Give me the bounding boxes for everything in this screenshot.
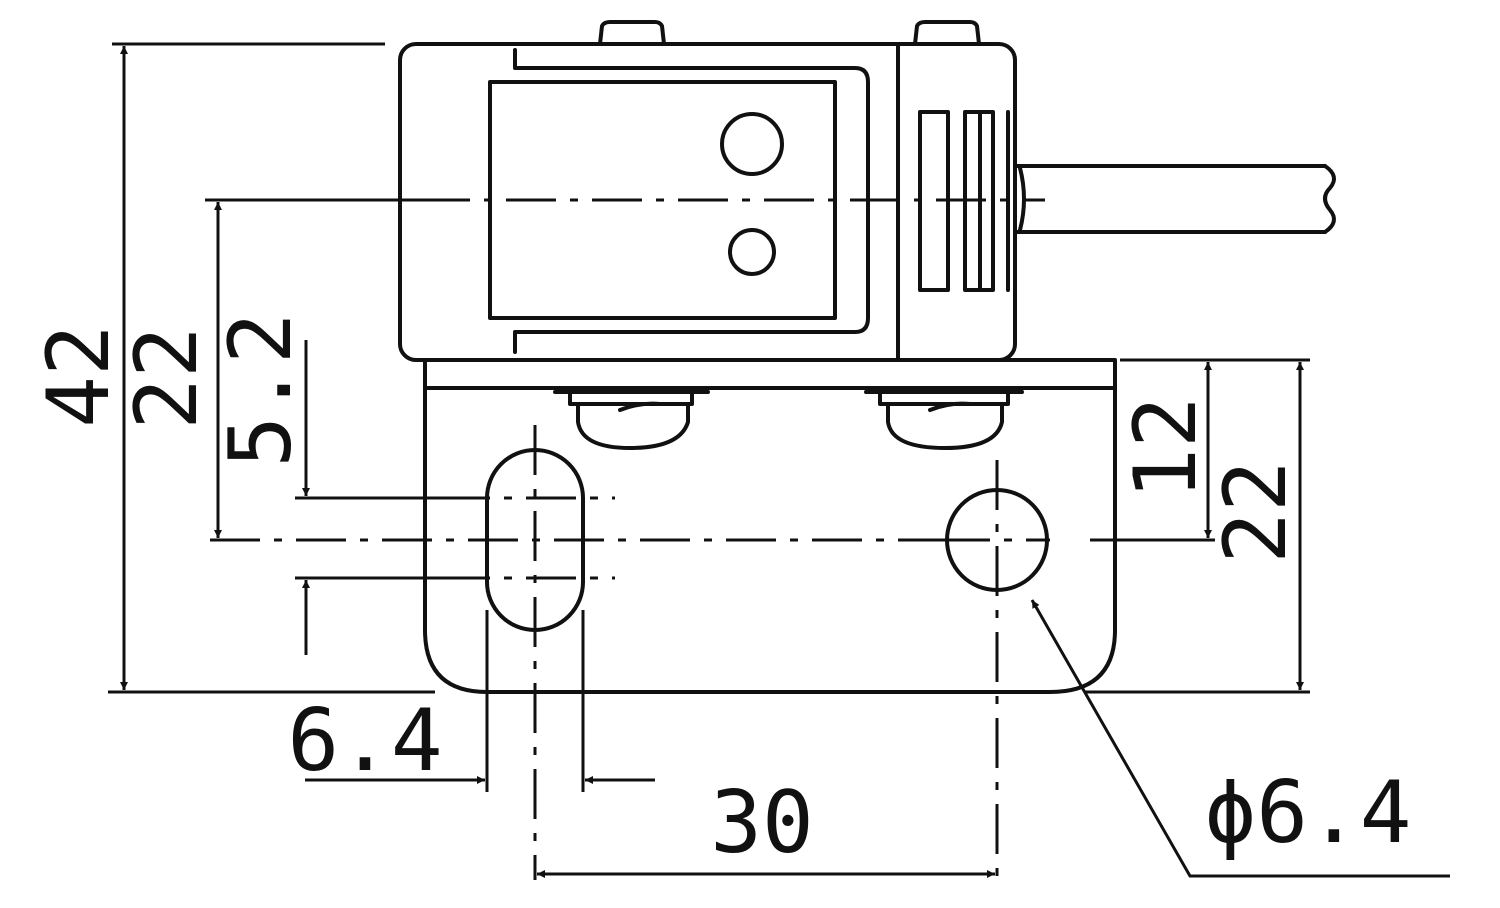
label-hole-spacing: 30: [710, 773, 814, 873]
label-overall-height: 42: [29, 324, 129, 428]
label-slot-width-horizontal: 6.4: [287, 691, 442, 791]
label-hole-diameter: ϕ6.4: [1204, 763, 1411, 863]
mounting-bracket: [423, 358, 1117, 694]
centerlines: [210, 198, 1050, 880]
label-slot-width-vertical: 5.2: [211, 312, 311, 467]
label-bracket-height: 22: [1206, 460, 1306, 564]
cable: [1013, 164, 1336, 234]
sensor-body: [398, 20, 1017, 362]
dimension-lines: [108, 42, 1450, 878]
label-body-offset: 22: [117, 326, 217, 430]
dimension-labels: 42 22 5.2 6.4 30 ϕ6.4 12 22: [29, 312, 1412, 873]
label-bracket-offset: 12: [1116, 396, 1216, 500]
